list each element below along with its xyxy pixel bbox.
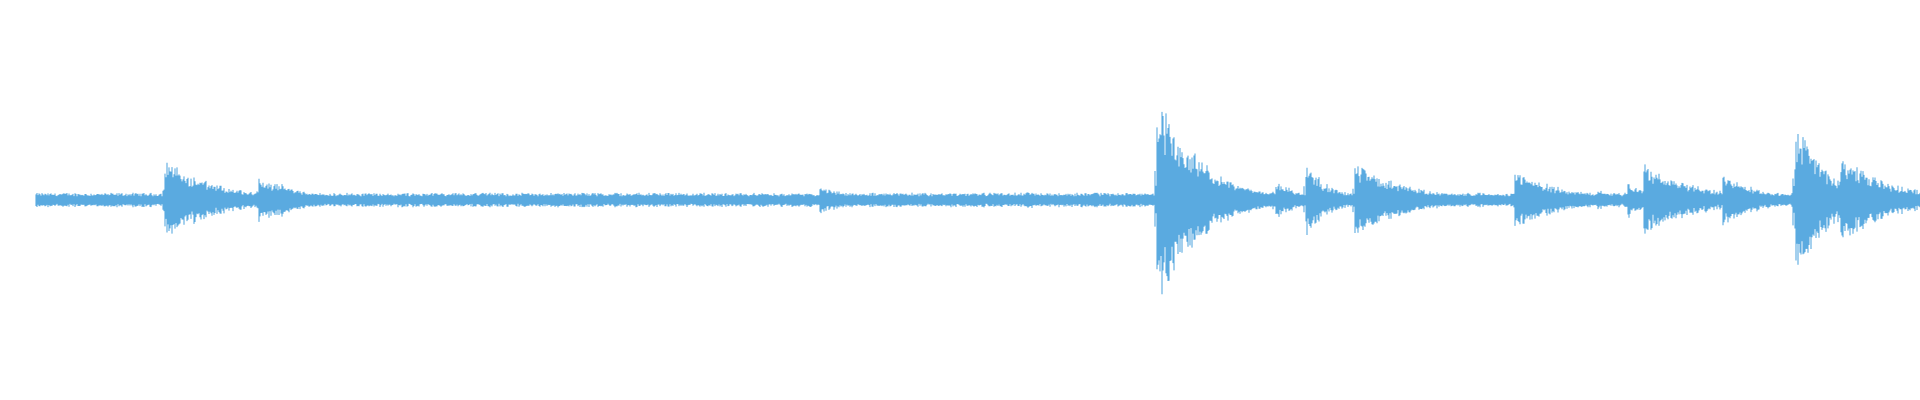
- waveform-trace: [35, 111, 1920, 295]
- waveform-bars: [35, 111, 1920, 295]
